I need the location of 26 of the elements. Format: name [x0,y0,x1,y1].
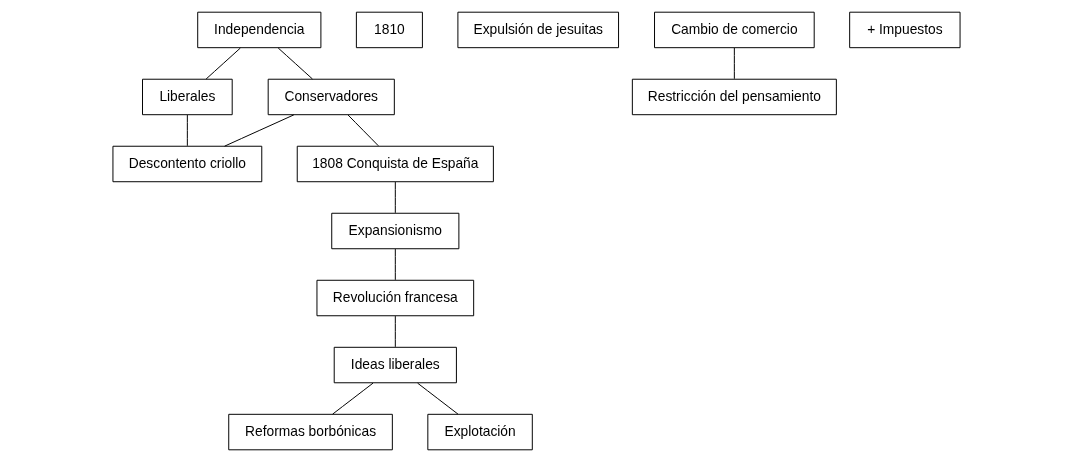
node-box: Expulsión de jesuitas [457,11,620,49]
node-box: Reformas borbónicas [228,413,393,451]
node-box: 1808 Conquista de España [296,145,494,183]
connector [733,47,735,80]
node-box: Revolución francesa [316,279,475,317]
connector [277,47,313,80]
node-box: Independencia [197,11,322,49]
node-box: Explotación [427,413,533,451]
node-box: Ideas liberales [333,346,457,384]
connector [394,248,396,281]
connector [394,181,396,214]
node-box: Expansionismo [331,212,460,250]
node-box: Liberales [142,78,233,116]
connector [224,114,295,147]
connector [394,315,396,348]
node-box: Descontento criollo [112,145,263,183]
node-box: Cambio de comercio [654,11,815,49]
node-box: Restricción del pensamiento [631,78,837,116]
node-box: + Impuestos [849,11,961,49]
connector [332,382,374,415]
node-box: Conservadores [267,78,395,116]
node-box: 1810 [355,11,423,49]
connector [186,114,188,147]
connector [347,114,379,147]
connector [205,47,241,80]
connector [417,382,459,415]
